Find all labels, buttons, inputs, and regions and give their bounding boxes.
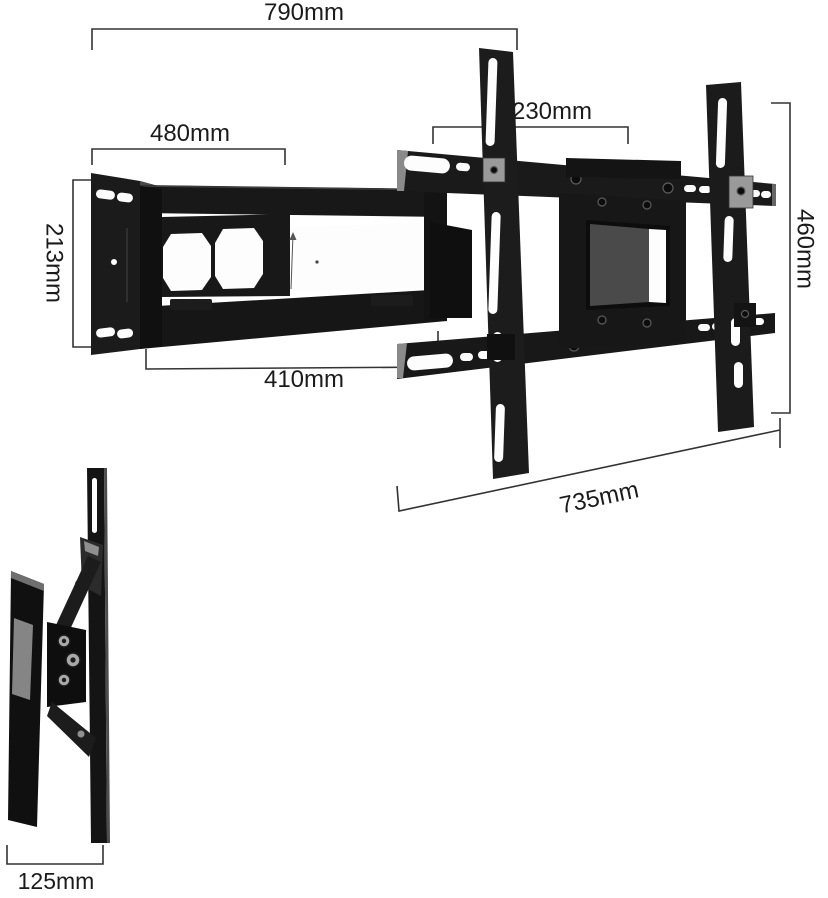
arm-octagon-cutout-left xyxy=(163,233,211,291)
dim-arm-span-line xyxy=(91,148,286,165)
top-rail-right-cap xyxy=(772,184,776,206)
arm-top-bar xyxy=(140,185,447,217)
side-rail-clip-highlight xyxy=(84,541,99,556)
arm-cutouts xyxy=(163,223,421,292)
arm-adjust-indicator xyxy=(289,232,319,290)
arm-rect-cutout xyxy=(290,223,421,292)
vesa-rail-right xyxy=(706,82,756,432)
side-arm-hub xyxy=(47,622,86,707)
dim-overall-width: 790mm xyxy=(91,0,518,50)
center-vesa-plate xyxy=(559,158,686,349)
dim-wall-plate-height: 213mm xyxy=(41,179,93,348)
tv-bracket-frame xyxy=(397,48,776,479)
dim-rail-height-line xyxy=(771,102,791,414)
dim-rail-height-label: 460mm xyxy=(792,209,819,289)
side-arm-lower-strut xyxy=(47,702,96,757)
dim-rail-height: 460mm xyxy=(771,102,819,414)
front-view: 790mm 480mm 230mm 213mm 460mm 410mm xyxy=(41,0,819,519)
side-wall-plate xyxy=(8,571,44,827)
wall-plate-center-hole xyxy=(111,259,117,265)
dim-bracket-span-label: 735mm xyxy=(557,476,641,519)
dim-overall-width-label: 790mm xyxy=(264,0,344,26)
vesa-rail-right-slots xyxy=(715,98,743,388)
dim-wall-plate-height-label: 213mm xyxy=(41,223,68,303)
side-wall-plate-top-edge xyxy=(11,571,44,591)
arm-clip-right xyxy=(371,295,413,306)
side-arm-upper-strut xyxy=(50,556,101,647)
dim-arm-span: 480mm xyxy=(91,120,286,165)
side-lower-screw xyxy=(76,729,86,739)
vesa-plate-top-bar xyxy=(566,158,681,179)
dim-folded-depth-label: 125mm xyxy=(18,868,95,894)
dim-folded-depth-line xyxy=(6,845,104,865)
dim-folded-depth: 125mm xyxy=(6,845,104,894)
wall-plate-slots xyxy=(95,189,134,339)
extension-arm xyxy=(139,185,472,349)
dim-center-bracket-width: 230mm xyxy=(432,98,629,144)
dim-arm-span-label: 480mm xyxy=(150,120,230,147)
vesa-rail-left xyxy=(479,48,529,479)
dim-center-bracket-width-label: 230mm xyxy=(512,98,592,125)
side-pivot-bolts xyxy=(57,634,81,687)
vesa-plate-recess-gap xyxy=(649,229,666,303)
vesa-plate-screws xyxy=(597,197,652,328)
arm-clip-left xyxy=(170,299,212,310)
vesa-plate-recess xyxy=(590,224,649,306)
bottom-rail-left-cap xyxy=(397,343,407,378)
vesa-rail-left-bottom-clamp xyxy=(487,334,515,360)
vesa-rail-left-body xyxy=(479,48,529,479)
arm-pivot-link xyxy=(430,222,472,318)
arm-top-bar-highlight xyxy=(139,185,448,191)
side-wall-plate-sheen xyxy=(12,618,33,700)
arm-left-post xyxy=(140,186,162,349)
top-rail-bolt-right xyxy=(662,182,674,194)
dim-bracket-span: 735mm xyxy=(396,418,781,519)
arm-bottom-bar xyxy=(140,289,447,349)
side-vesa-rail-edge xyxy=(104,468,110,843)
dim-bracket-span-line xyxy=(396,418,781,512)
dim-arm-length-label: 410mm xyxy=(264,366,344,393)
side-view: 125mm xyxy=(6,468,110,894)
arm-octagon-cutout-right xyxy=(215,228,263,289)
dim-center-bracket-width-line xyxy=(432,126,629,144)
dim-overall-width-line xyxy=(91,28,518,50)
dim-wall-plate-height-line xyxy=(72,179,93,348)
side-rail-slot xyxy=(92,478,97,533)
